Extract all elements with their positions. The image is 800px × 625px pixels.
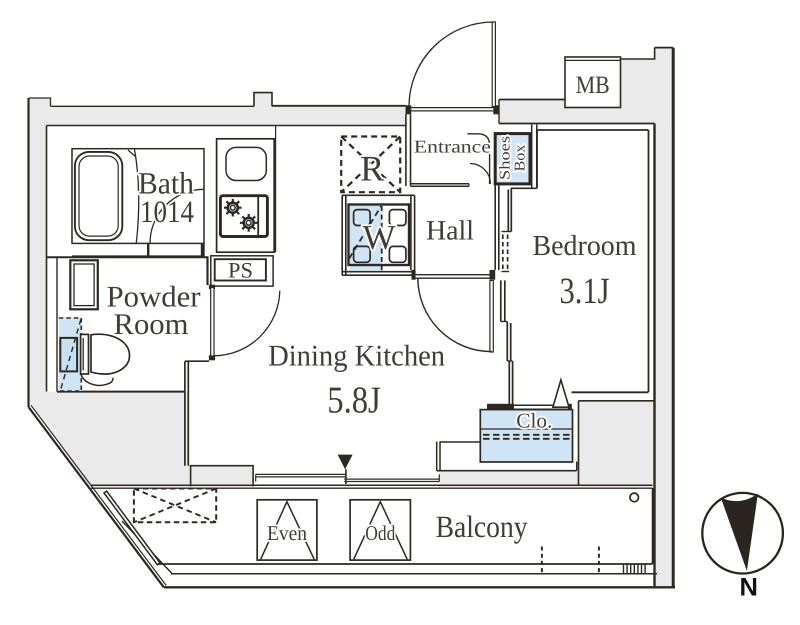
svg-text:3.1J: 3.1J xyxy=(560,271,610,312)
svg-text:W: W xyxy=(362,218,395,257)
svg-text:Hall: Hall xyxy=(426,216,474,247)
svg-text:N: N xyxy=(739,574,757,602)
svg-text:Powder: Powder xyxy=(107,281,201,314)
svg-text:Clo.: Clo. xyxy=(516,408,552,432)
svg-text:Box: Box xyxy=(512,144,528,172)
svg-text:1014: 1014 xyxy=(140,194,194,229)
svg-text:Entrance: Entrance xyxy=(414,136,491,156)
svg-text:Even: Even xyxy=(267,521,307,545)
svg-text:MB: MB xyxy=(576,72,610,99)
svg-text:Bath: Bath xyxy=(138,166,194,201)
svg-text:Shoes: Shoes xyxy=(498,136,514,180)
svg-text:Odd: Odd xyxy=(365,521,395,545)
svg-text:PS: PS xyxy=(228,258,253,283)
svg-text:R: R xyxy=(360,148,384,188)
svg-text:Room: Room xyxy=(114,308,189,341)
svg-text:Dining Kitchen: Dining Kitchen xyxy=(268,339,445,372)
svg-text:Bedroom: Bedroom xyxy=(533,230,637,262)
svg-text:5.8J: 5.8J xyxy=(327,379,381,421)
svg-text:Balcony: Balcony xyxy=(436,509,528,544)
